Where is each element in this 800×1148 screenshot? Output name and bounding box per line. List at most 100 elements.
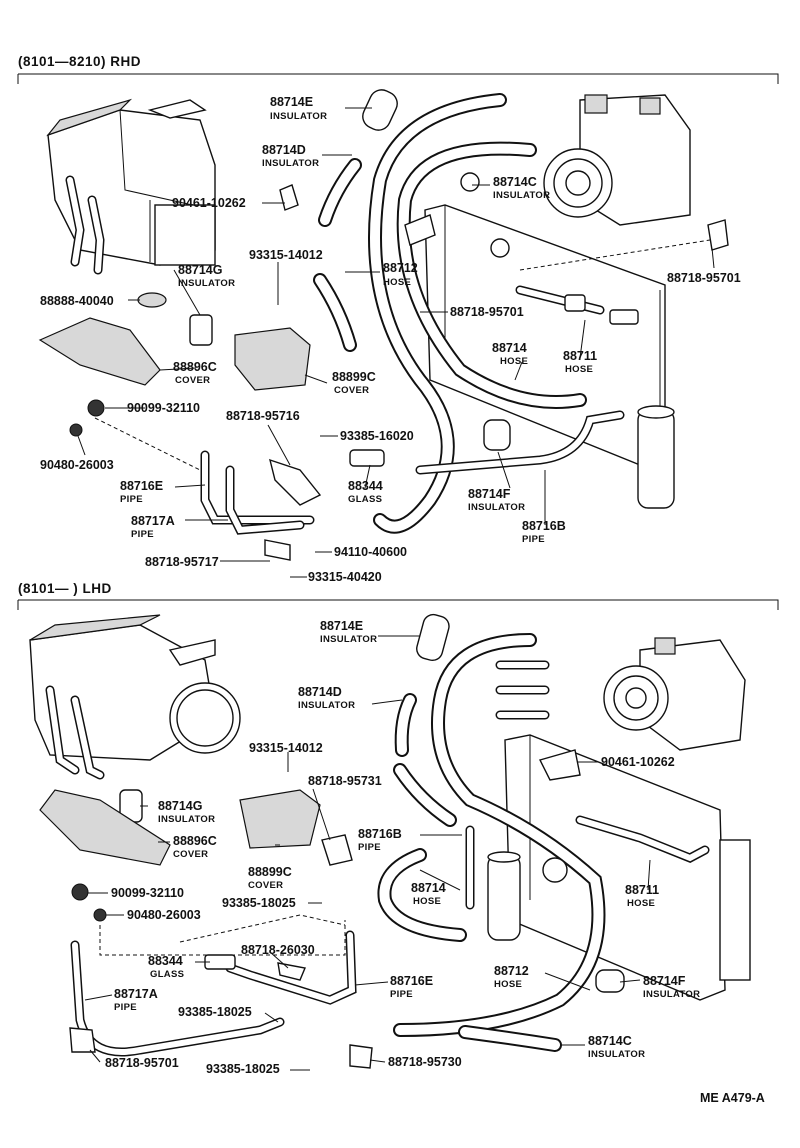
callout-pn: 88717A xyxy=(114,987,158,1001)
lhd-bracket-88718-95701 xyxy=(69,1027,96,1053)
callout-pn: 88714C xyxy=(493,175,537,189)
rhd-insulator-88714e xyxy=(362,89,398,131)
callout-name: INSULATOR xyxy=(262,158,319,169)
callout-name: HOSE xyxy=(627,898,655,909)
lhd-clip-90461 xyxy=(538,749,581,781)
callout-pn: 88718-95731 xyxy=(308,774,382,788)
callout-pn: 88711 xyxy=(563,349,597,363)
section-title-rhd: (8101—8210) RHD xyxy=(18,54,141,69)
rhd-sight-glass-88344 xyxy=(349,449,385,467)
callout-name: INSULATOR xyxy=(178,278,235,289)
figure-code: ME A479-A xyxy=(700,1091,765,1105)
callout-name: INSULATOR xyxy=(158,814,215,825)
lhd-bracket-88718-95730 xyxy=(349,1044,373,1069)
callout-name: HOSE xyxy=(413,896,441,907)
callout-pn: 88718-95730 xyxy=(388,1055,462,1069)
callout-pn: 88888-40040 xyxy=(40,294,114,308)
callout-pn: 88716E xyxy=(390,974,433,988)
callout-name: INSULATOR xyxy=(588,1049,645,1060)
callout-pn: 90480-26003 xyxy=(40,458,114,472)
callout-pn: 90099-32110 xyxy=(127,401,200,415)
lhd-grommet-90480 xyxy=(93,908,107,922)
lhd-cover-88896c xyxy=(39,789,171,866)
callout-pn: 90099-32110 xyxy=(111,886,184,900)
callout-pn: 88714E xyxy=(270,95,313,109)
callout-pn: 88718-95717 xyxy=(145,555,219,569)
callout-pn: 88712 xyxy=(494,964,529,978)
callout-name: INSULATOR xyxy=(468,502,525,513)
callout-name: PIPE xyxy=(390,989,413,1000)
lhd-grommet-90099 xyxy=(71,883,89,901)
rhd-clip-90461 xyxy=(279,184,299,211)
rhd-hose-88712 xyxy=(368,93,507,534)
rhd-callouts: 88714E INSULATOR 88714D INSULATOR 90461-… xyxy=(40,95,741,584)
callout-pn: 88714D xyxy=(298,685,342,699)
callout-pn: 90480-26003 xyxy=(127,908,201,922)
rhd-grommet-90480 xyxy=(69,423,83,437)
callout-pn: 93315-40420 xyxy=(308,570,382,584)
lhd-evaporator-unit xyxy=(29,614,241,780)
callout-name: INSULATOR xyxy=(643,989,700,1000)
callout-pn: 88714 xyxy=(411,881,446,895)
callout-name: COVER xyxy=(334,385,369,396)
callout-pn: 93315-14012 xyxy=(249,741,323,755)
lhd-clamp-88718-26030 xyxy=(277,962,306,981)
callout-name: PIPE xyxy=(131,529,154,540)
callout-pn: 88711 xyxy=(625,883,659,897)
callout-name: INSULATOR xyxy=(270,111,327,122)
callout-pn: 88716B xyxy=(358,827,402,841)
callout-name: HOSE xyxy=(565,364,593,375)
rhd-insulator-88714c xyxy=(460,172,480,192)
callout-pn: 93385-16020 xyxy=(340,429,414,443)
rhd-insulator-88714f xyxy=(483,419,511,451)
callout-name: INSULATOR xyxy=(320,634,377,645)
callout-pn: 88717A xyxy=(131,514,175,528)
rhd-clamp-88718-95701b xyxy=(707,219,729,251)
lhd-cover-88899c xyxy=(239,789,321,849)
lhd-insulator-88714e xyxy=(416,613,450,662)
callout-pn: 88712 xyxy=(383,261,418,275)
rhd-insulator-88714g xyxy=(189,314,213,346)
callout-name: COVER xyxy=(175,375,210,386)
callout-pn: 88344 xyxy=(348,479,383,493)
callout-name: COVER xyxy=(248,880,283,891)
lhd-hose-88712 xyxy=(393,633,606,1037)
callout-pn: 88899C xyxy=(332,370,376,384)
callout-pn: 88718-95701 xyxy=(667,271,741,285)
rhd-part-88888 xyxy=(137,292,167,308)
callout-pn: 88714G xyxy=(178,263,222,277)
lhd-compressor xyxy=(603,637,746,751)
callout-pn: 90461-10262 xyxy=(172,196,246,210)
lhd-frame-line xyxy=(18,599,779,610)
callout-pn: 88714E xyxy=(320,619,363,633)
rhd-evaporator-unit xyxy=(46,98,216,275)
lhd-hose-88714 xyxy=(377,848,467,942)
lhd-callouts: 88714E INSULATOR 88714D INSULATOR 93315-… xyxy=(105,619,700,1076)
rhd-frame-line xyxy=(18,73,779,84)
callout-pn: 93385-18025 xyxy=(206,1062,280,1076)
rhd-bracket-88718-95717 xyxy=(264,539,291,561)
callout-pn: 88716B xyxy=(522,519,566,533)
rhd-cover-88896c xyxy=(38,317,161,386)
callout-name: COVER xyxy=(173,849,208,860)
rhd-cover-88899c xyxy=(234,327,311,391)
lhd-section: (8101— ) LHD xyxy=(17,581,779,1071)
callout-name: PIPE xyxy=(120,494,143,505)
rhd-insulator-small xyxy=(490,238,510,258)
callout-pn: 88344 xyxy=(148,954,183,968)
callout-name: INSULATOR xyxy=(298,700,355,711)
callout-name: PIPE xyxy=(358,842,381,853)
rhd-compressor xyxy=(543,94,691,226)
callout-pn: 88714G xyxy=(158,799,202,813)
callout-name: HOSE xyxy=(500,356,528,367)
callout-name: GLASS xyxy=(348,494,382,505)
callout-name: PIPE xyxy=(522,534,545,545)
callout-pn: 88896C xyxy=(173,834,217,848)
section-title-lhd: (8101— ) LHD xyxy=(18,581,112,596)
rhd-grommet-90099 xyxy=(87,399,105,417)
callout-pn: 94110-40600 xyxy=(334,545,407,559)
lhd-bracket-88718-95731 xyxy=(321,834,353,866)
callout-pn: 93315-14012 xyxy=(249,248,323,262)
rhd-bracket-88718-95716 xyxy=(269,458,322,506)
